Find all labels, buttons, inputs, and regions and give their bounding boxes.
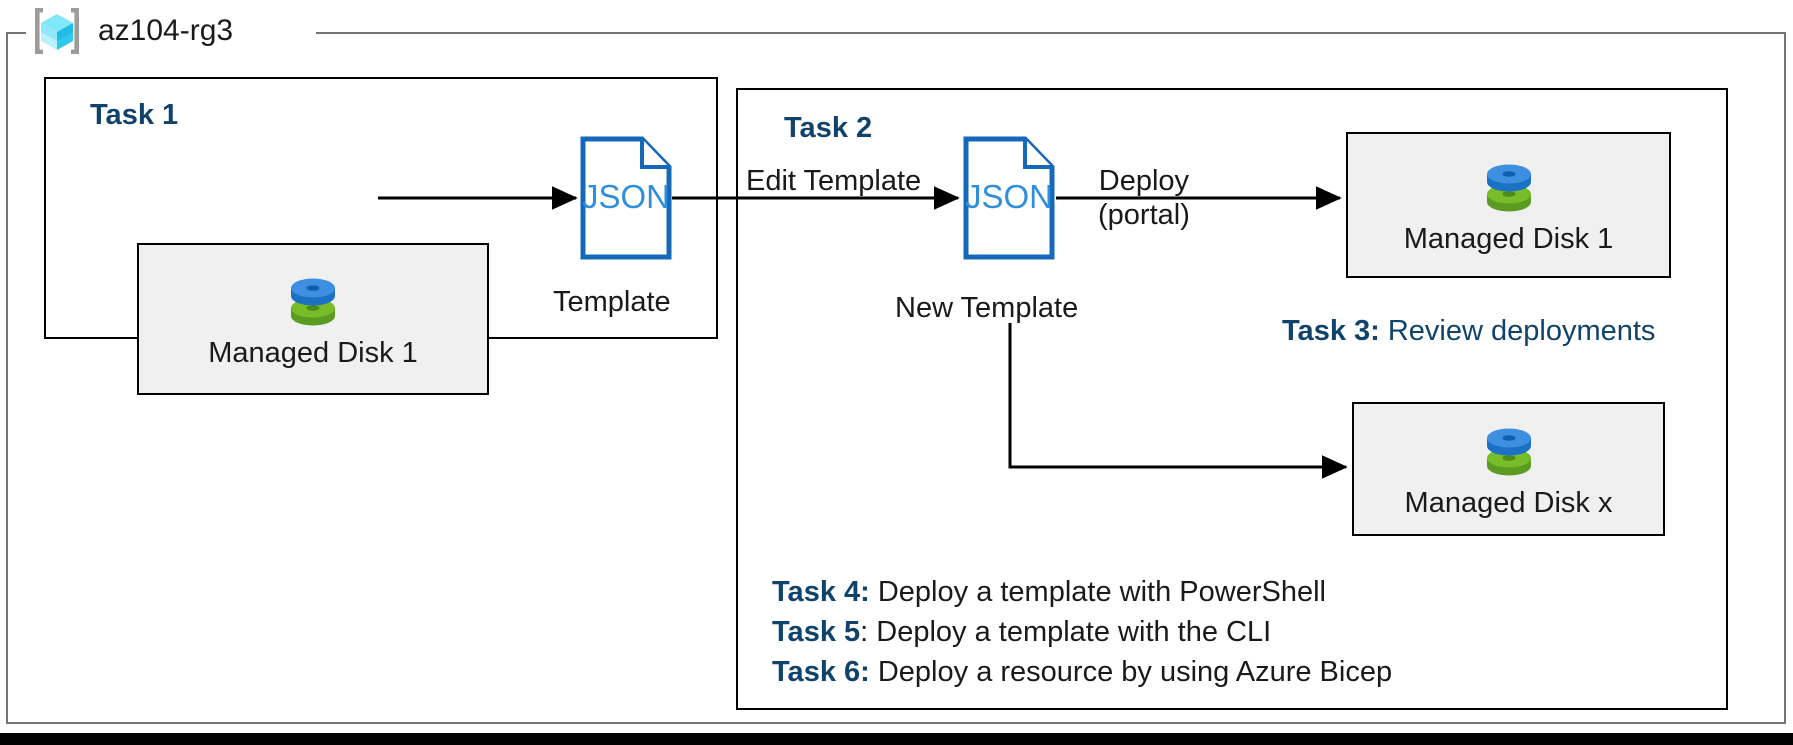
note-task-6-key: Task 6: [772,656,870,688]
note-task-3-text: Review deployments [1387,315,1656,347]
managed-disk-icon [1478,418,1540,488]
edge-label-deploy-line1: Deploy [1098,165,1190,197]
caption-new-template: New Template [895,292,1079,324]
panel-title-task-2: Task 2 [784,112,873,144]
panel-title-task-1: Task 1 [90,99,179,131]
json-doc-glyph-text: JSON [965,178,1053,215]
json-doc-glyph-text: JSON [582,178,670,215]
note-task-5: Task 5: Deploy a template with the CLI [772,618,1271,647]
bottom-black-band [0,733,1793,745]
caption-template: Template [553,286,671,318]
note-task-4-text: Deploy a template with PowerShell [877,576,1326,608]
edge-label-edit-template: Edit Template [746,165,922,197]
json-document-new-template: JSON [963,136,1055,260]
edge-label-deploy-line2: (portal) [1098,199,1190,232]
resource-label-managed-disk-x: Managed Disk x [1404,487,1613,520]
note-task-3: Task 3: Review deployments [1282,317,1655,346]
edge-label-deploy: Deploy (portal) [1098,164,1190,232]
resource-group-cube-icon [30,4,84,58]
panel-task-1: Task 1 Managed Disk 1 [44,77,718,395]
managed-disk-icon [1478,154,1540,224]
note-task-5-key: Task 5 [772,616,861,648]
note-task-6-text: Deploy a resource by using Azure Bicep [877,656,1393,688]
note-task-6: Task 6: Deploy a resource by using Azure… [772,658,1392,687]
managed-disk-icon [282,268,344,338]
note-task-4: Task 4: Deploy a template with PowerShel… [772,578,1326,607]
resource-group-name: az104-rg3 [98,14,234,47]
note-task-5-text: : Deploy a template with the CLI [860,616,1272,648]
note-task-4-key: Task 4: [772,576,870,608]
resource-label-managed-disk-1-deployed: Managed Disk 1 [1403,223,1614,256]
note-task-3-key: Task 3: [1282,315,1380,347]
resource-box-managed-disk-1-deployed: Managed Disk 1 [1346,132,1671,278]
resource-box-managed-disk-1: Managed Disk 1 [137,243,489,395]
resource-group-frame [6,32,1786,724]
resource-group-header: az104-rg3 [30,2,233,60]
resource-box-managed-disk-x: Managed Disk x [1352,402,1665,536]
json-document-template: JSON [580,136,672,260]
resource-label-managed-disk-1: Managed Disk 1 [208,337,418,370]
